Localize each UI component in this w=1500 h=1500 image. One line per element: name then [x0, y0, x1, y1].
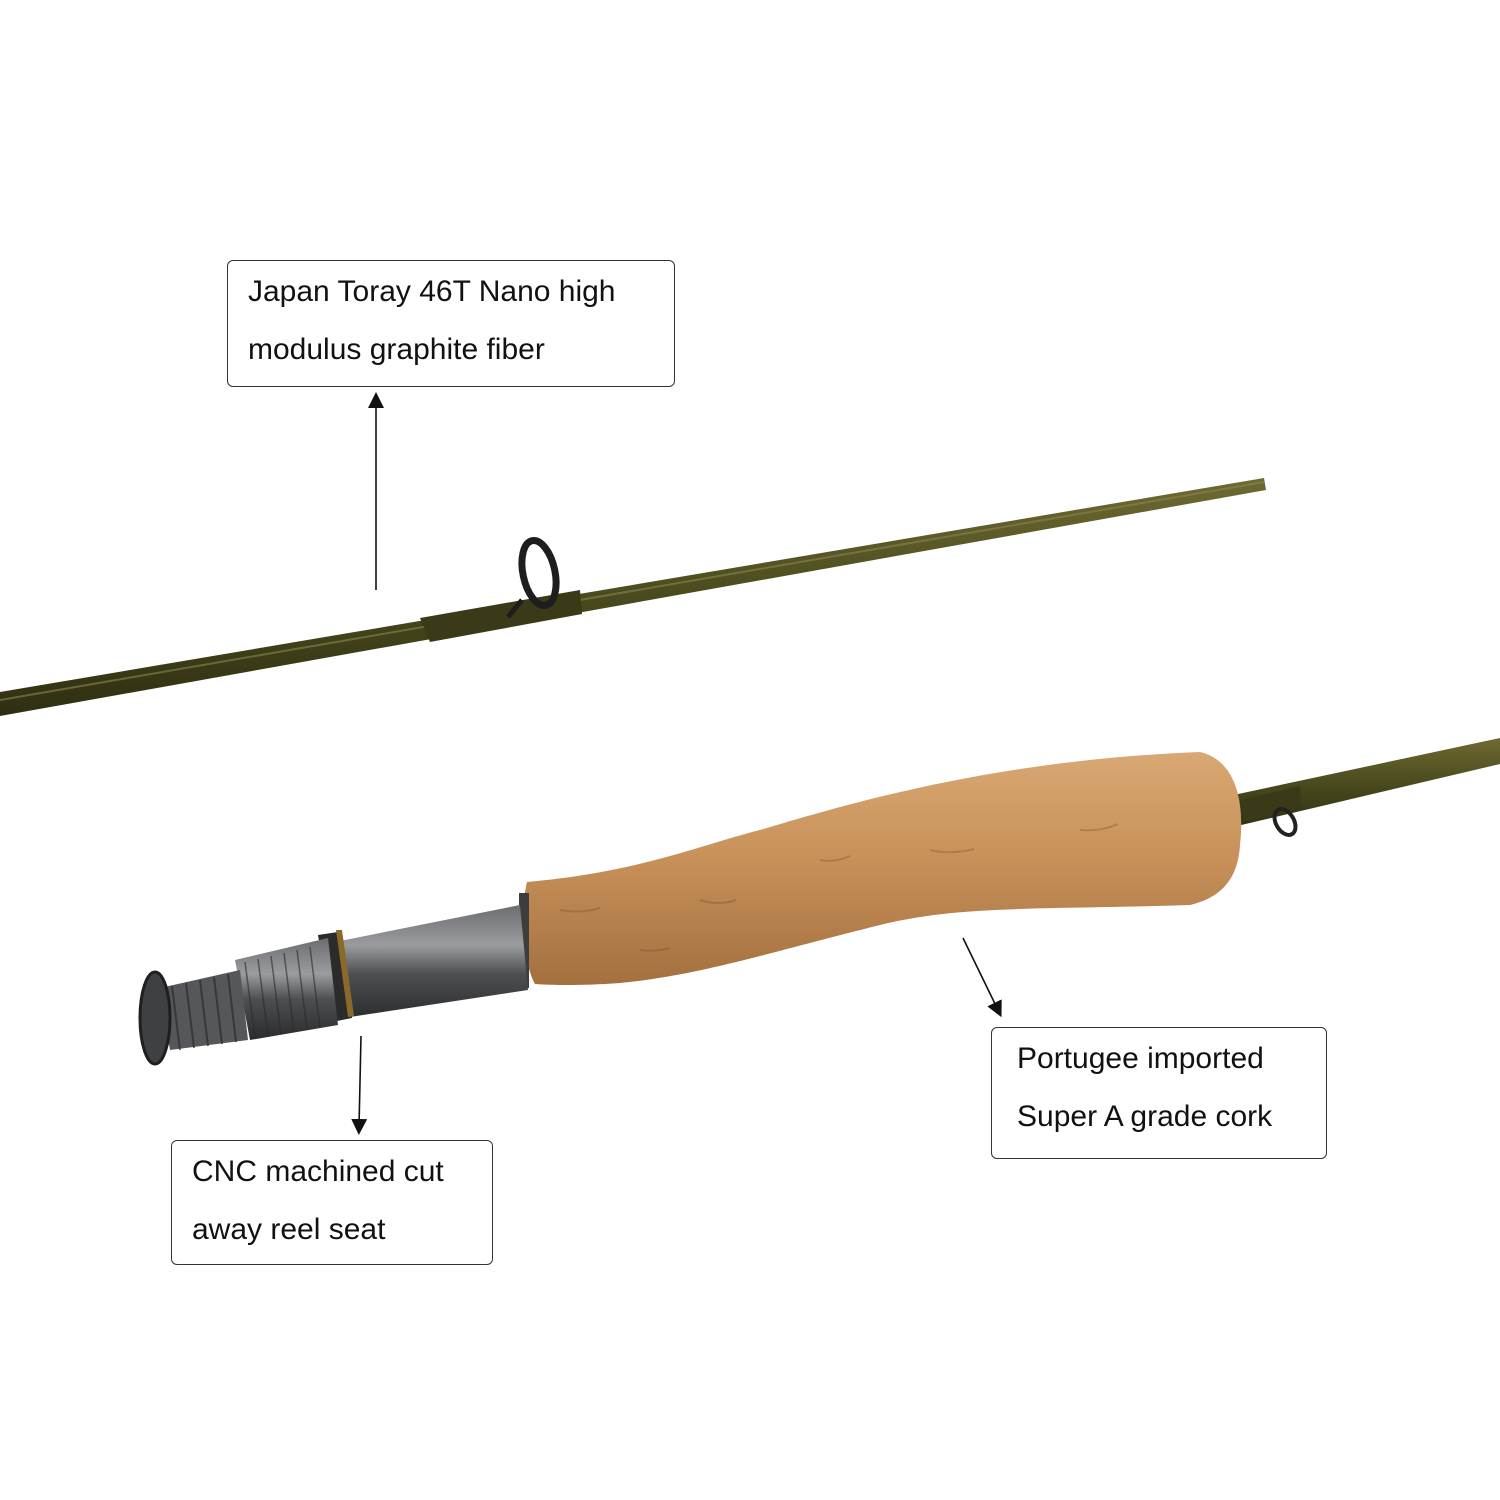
callout-text-line: Super A grade cork [1017, 1100, 1273, 1133]
rod-tip-section [0, 478, 1266, 716]
arrow-reel-seat [351, 1035, 368, 1135]
callout-reel-seat: CNC machined cut away reel seat [171, 1140, 493, 1265]
arrow-cork [962, 937, 1002, 1018]
callout-text-line: CNC machined cut [192, 1155, 444, 1188]
cork-grip [523, 752, 1242, 985]
callout-cork-grip: Portugee imported Super A grade cork [991, 1027, 1327, 1159]
rod-butt-section [138, 738, 1500, 1066]
callout-graphite-fiber: Japan Toray 46T Nano high modulus graphi… [227, 260, 675, 387]
line-guide [506, 537, 560, 619]
callout-text-line: away reel seat [192, 1213, 386, 1246]
butt-cap [138, 970, 172, 1066]
callout-text-line: Portugee imported [1017, 1042, 1264, 1075]
callout-text-line: modulus graphite fiber [248, 333, 545, 366]
callout-text-line: Japan Toray 46T Nano high [248, 275, 616, 308]
